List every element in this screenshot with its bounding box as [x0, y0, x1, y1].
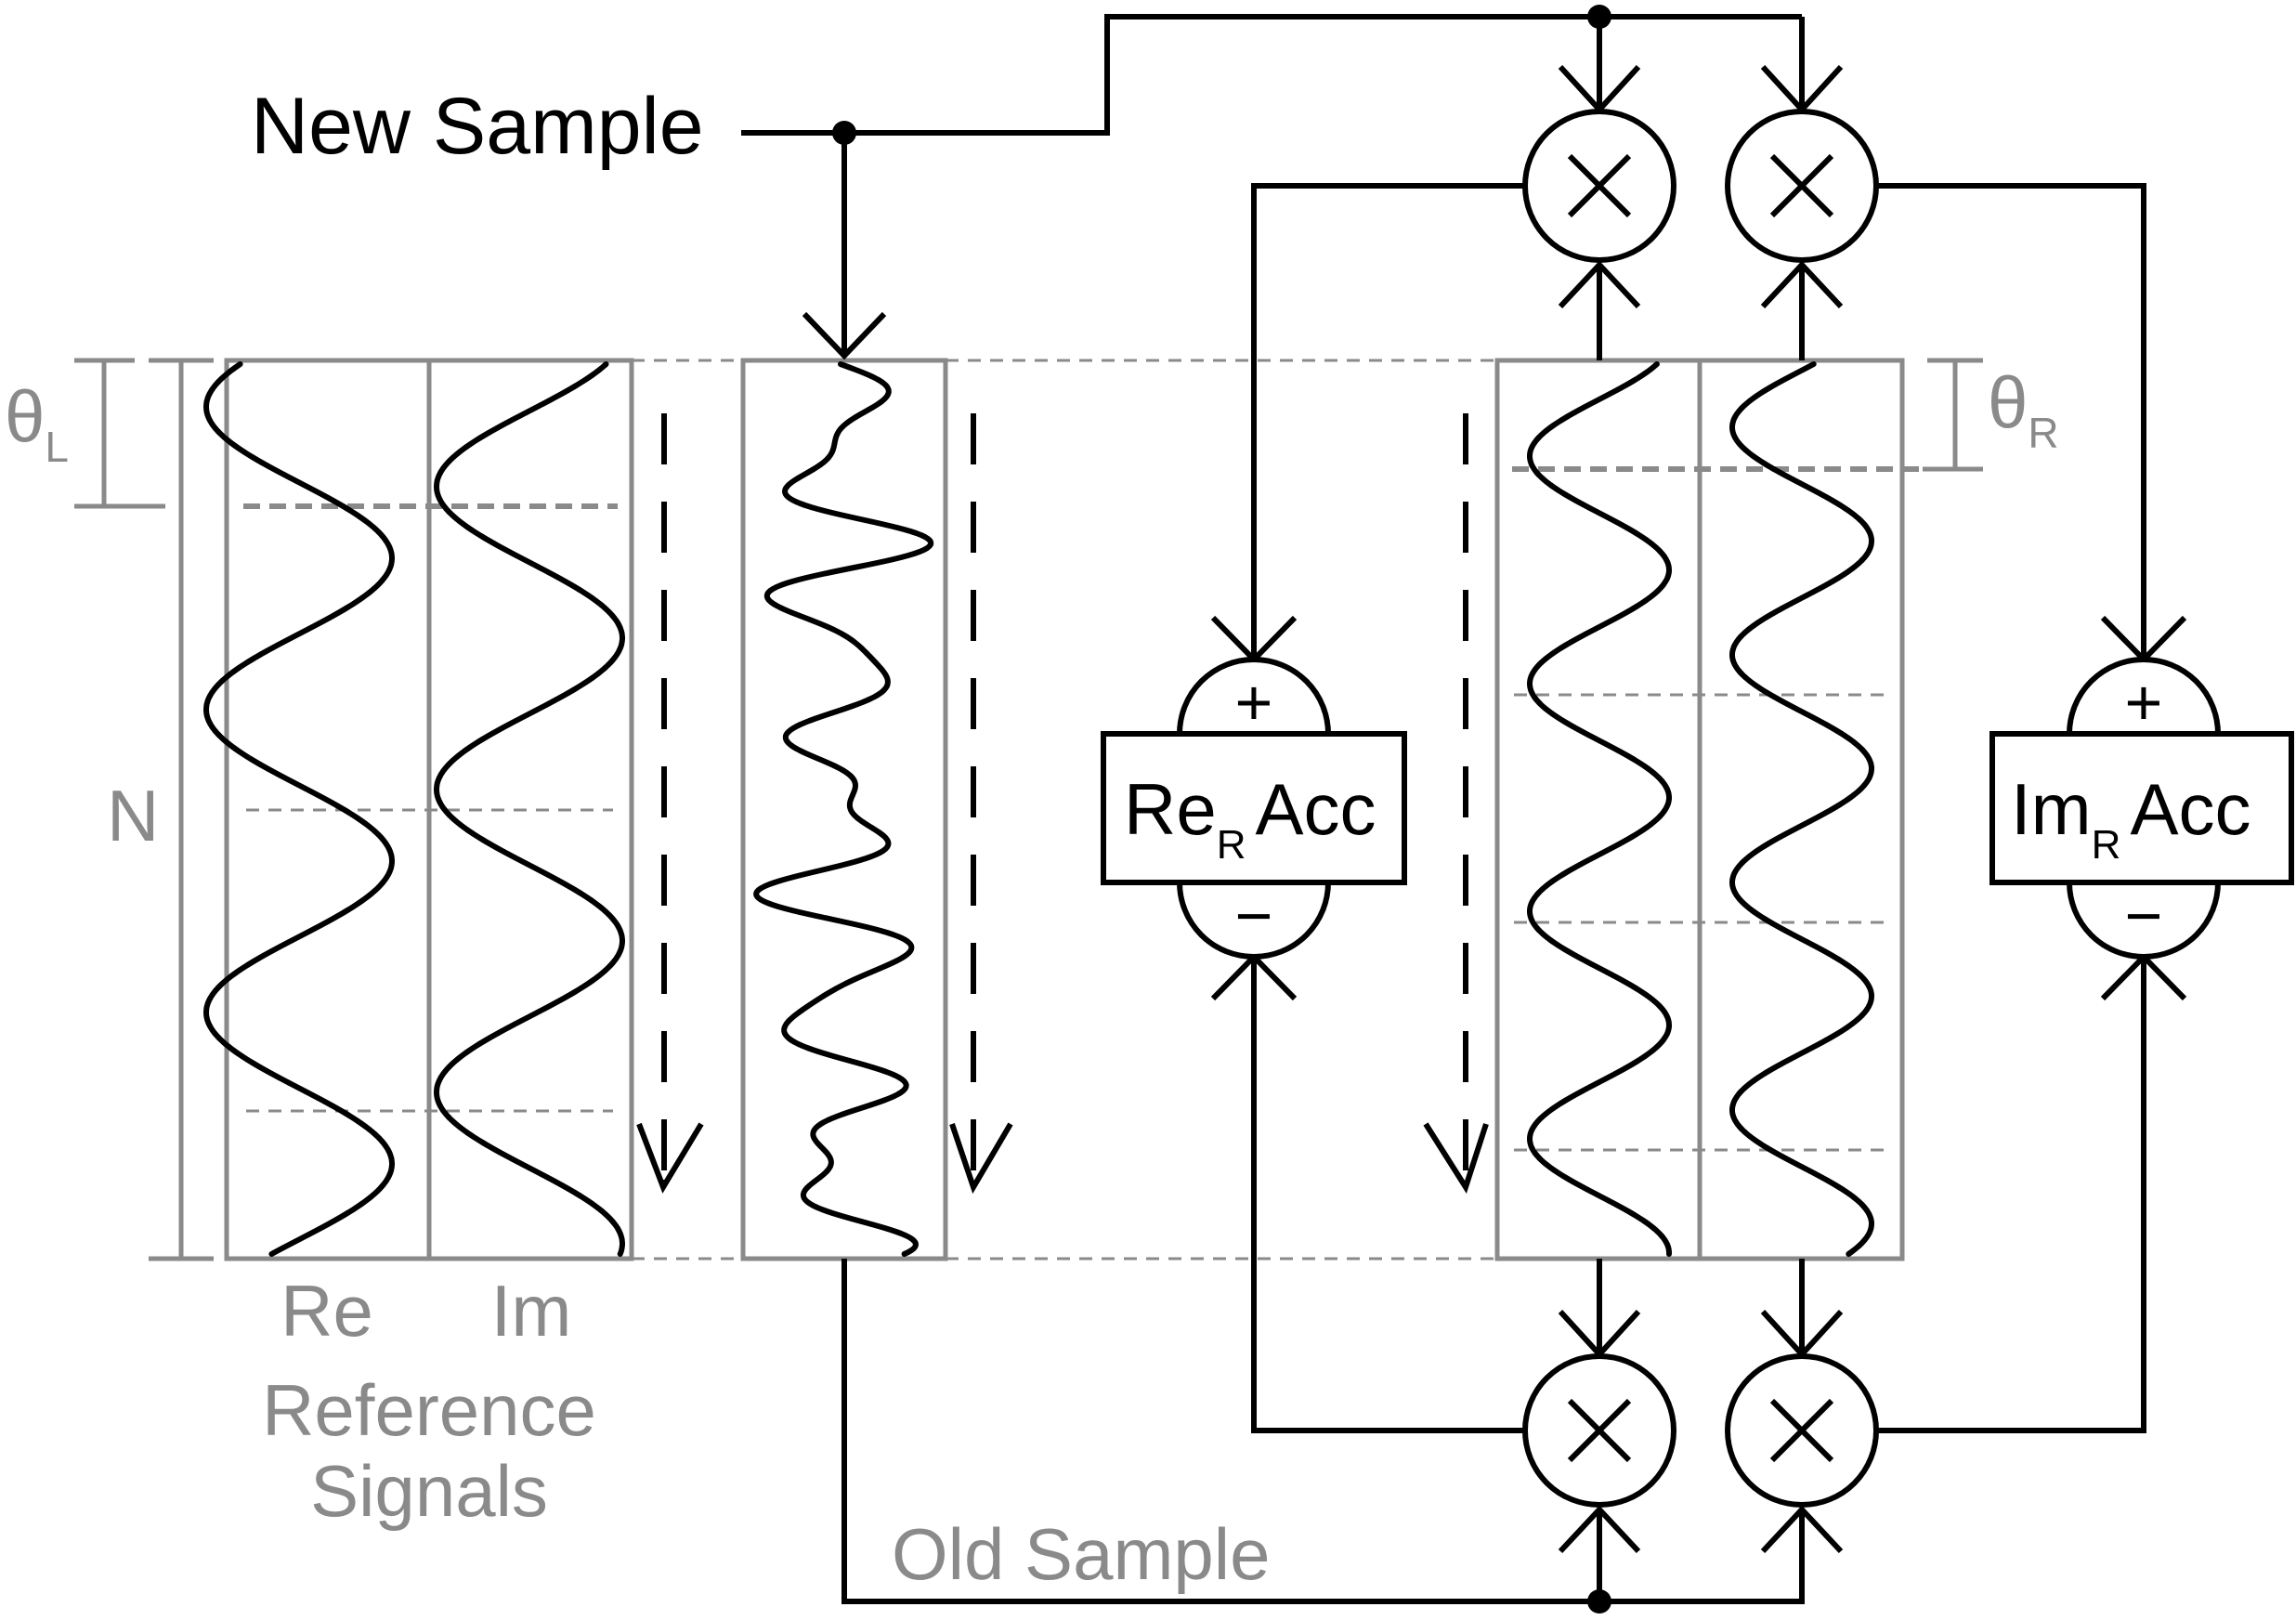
n-bracket — [149, 358, 214, 1261]
reference-title-line1: Reference — [262, 1369, 596, 1451]
rotated-re-frame — [1494, 358, 1702, 1261]
im-accumulator — [1989, 657, 2294, 960]
theta-r-label: θR — [1988, 361, 2059, 457]
new-sample-junction — [832, 121, 856, 145]
multiplier-bottom-left — [1522, 1353, 1676, 1508]
theta-l-subscript: L — [45, 423, 69, 471]
re-acc-prefix: Re — [1124, 768, 1217, 850]
junction-dots — [832, 5, 1611, 1613]
rotated-im-waveform — [1729, 361, 1874, 1257]
sample-buffer-waveform — [753, 361, 934, 1257]
old-sample-label: Old Sample — [892, 1513, 1271, 1595]
re-acc-minus: − — [1235, 880, 1273, 952]
re-acc-subscript: R — [1217, 822, 1246, 868]
re-acc-plus: + — [1235, 666, 1273, 738]
top-junction — [1587, 5, 1611, 29]
reference-im-label: Im — [491, 1270, 572, 1352]
im-acc-subscript: R — [2092, 822, 2121, 868]
signal-wires — [741, 14, 2146, 1604]
im-acc-prefix: Im — [2011, 768, 2092, 850]
n-label: N — [107, 775, 159, 856]
reference-re-label: Re — [280, 1270, 373, 1352]
theta-r-symbol: θ — [1988, 361, 2028, 443]
theta-l-label: θL — [5, 375, 69, 471]
multiplier-top-left — [1522, 109, 1676, 263]
reference-re-waveform — [203, 361, 395, 1257]
re-accumulator — [1101, 657, 1407, 960]
alignment-dashes — [246, 359, 1885, 1261]
arrowheads — [802, 64, 2187, 1554]
buffer-frame — [740, 358, 948, 1261]
im-acc-plus: + — [2125, 666, 2163, 738]
new-sample-label: New Sample — [251, 82, 704, 171]
re-acc-suffix: Acc — [1256, 768, 1376, 850]
theta-l-symbol: θ — [5, 375, 45, 457]
rotated-im-frame — [1697, 358, 1905, 1261]
reference-title-line2: Signals — [310, 1450, 548, 1532]
im-acc-suffix: Acc — [2130, 768, 2250, 850]
theta-r-bracket — [1923, 358, 1983, 472]
reference-im-waveform — [434, 361, 625, 1257]
theta-l-bracket — [74, 358, 165, 509]
theta-r-subscript: R — [2028, 409, 2058, 457]
old-sample-junction — [1587, 1589, 1611, 1613]
im-acc-minus: − — [2125, 880, 2163, 952]
multiplier-bottom-right — [1725, 1353, 1879, 1508]
shift-arrows — [636, 413, 1489, 1195]
multiplier-top-right — [1725, 109, 1879, 263]
rotated-re-waveform — [1527, 361, 1672, 1257]
